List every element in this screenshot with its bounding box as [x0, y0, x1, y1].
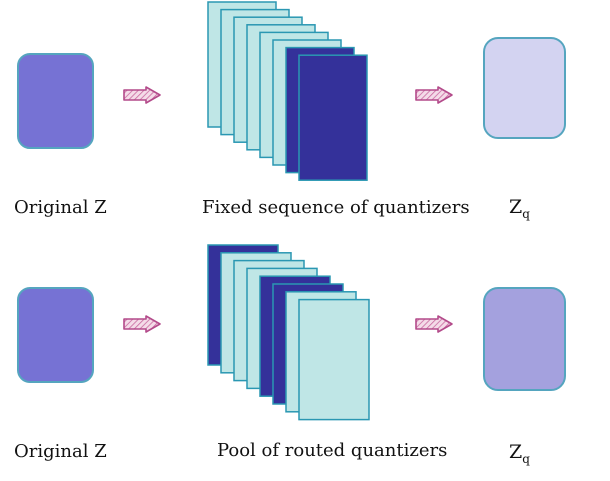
zq-output-block [483, 37, 566, 139]
right-arrow-icon [123, 86, 161, 104]
fixed-sequence-label: Fixed sequence of quantizers [202, 197, 470, 218]
original-z-block [17, 287, 94, 383]
right-arrow-icon [415, 86, 453, 104]
quantizer-stack-fixed [207, 1, 368, 181]
row-routed-pool [17, 244, 566, 421]
right-arrow-icon [415, 315, 453, 333]
right-arrow-icon [123, 315, 161, 333]
quantizer-stack-routed [207, 244, 370, 421]
row-fixed-sequence [17, 1, 566, 181]
routed-pool-label: Pool of routed quantizers [217, 440, 448, 461]
original-z-label: Original Z [14, 441, 107, 462]
zq-text: Z [509, 441, 523, 463]
zq-subscript: q [522, 207, 530, 221]
zq-label: Zq [509, 441, 530, 466]
zq-output-block [483, 287, 566, 391]
original-z-label: Original Z [14, 197, 107, 218]
zq-subscript: q [522, 452, 530, 466]
zq-text: Z [509, 196, 523, 218]
original-z-block [17, 53, 94, 149]
quantizer-layer-light [298, 298, 370, 421]
zq-label: Zq [509, 196, 530, 221]
quantizer-layer-dark [298, 54, 368, 181]
